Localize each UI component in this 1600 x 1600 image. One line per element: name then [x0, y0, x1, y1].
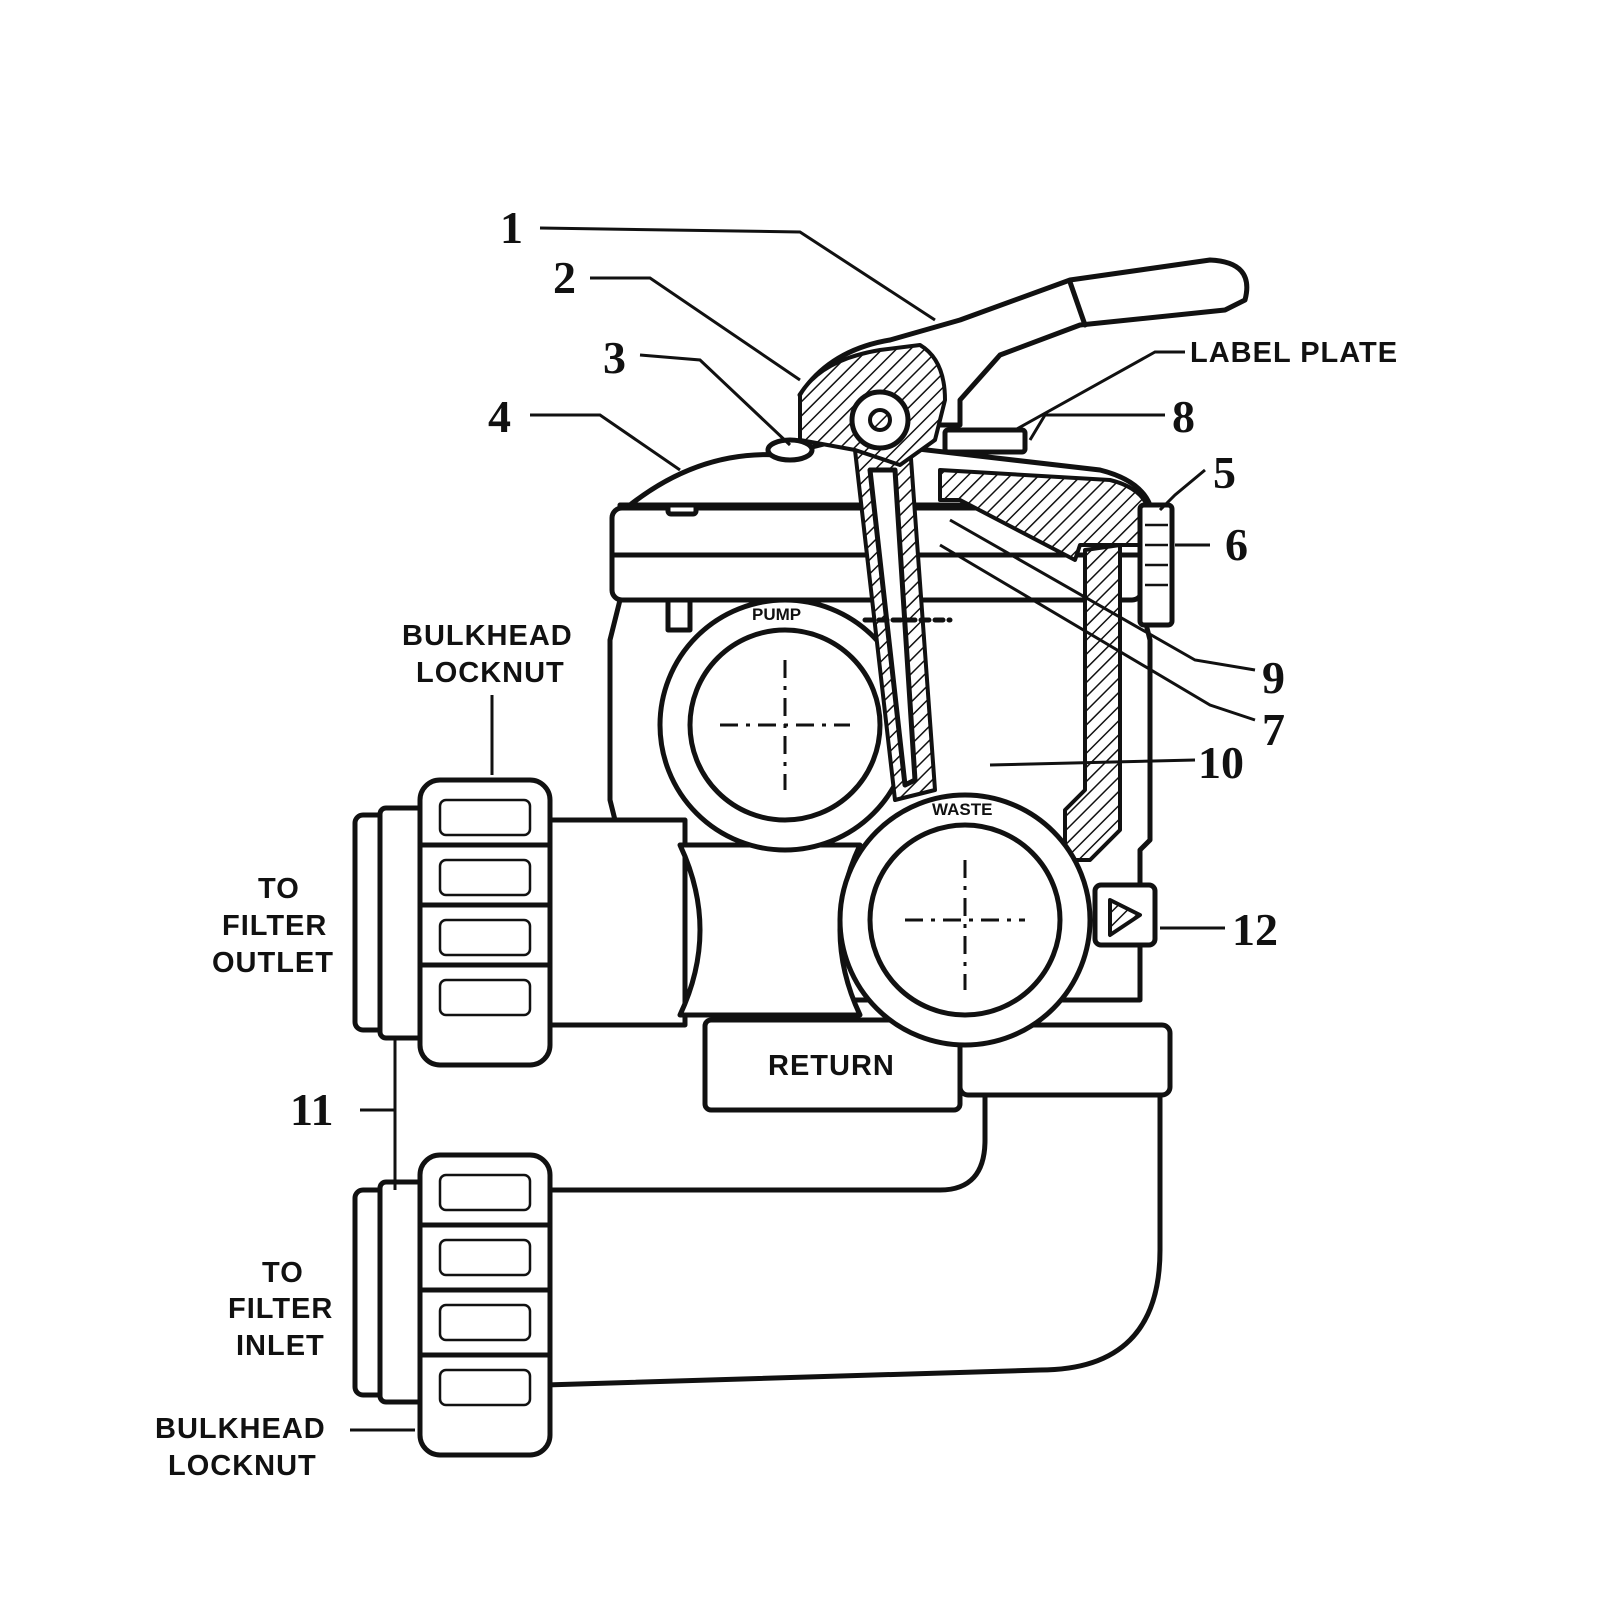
leader-4 [530, 413, 681, 472]
leader-3 [639, 353, 792, 447]
leader-9 [949, 518, 1256, 672]
return-port [702, 1017, 963, 1113]
outlet-pipe [542, 817, 688, 1028]
callout-6: 6 [1225, 519, 1248, 570]
bulkhead-locknut-bottom-line1: BULKHEAD [155, 1413, 326, 1445]
label-plate-text: LABEL PLATE [1190, 337, 1398, 369]
callout-9: 9 [1262, 652, 1285, 703]
leader-8 [1028, 413, 1165, 441]
bulkhead-locknut-bottom-line2: LOCKNUT [168, 1450, 317, 1482]
leader-label-plate [1014, 350, 1185, 432]
shaft-core [867, 467, 918, 788]
inlet-elbow-pipe [542, 1092, 1163, 1388]
callout-5: 5 [1213, 447, 1236, 498]
bulkhead-locknut-upper [417, 777, 553, 1068]
to-filter-inlet-line2: FILTER [228, 1293, 333, 1325]
leader-1 [539, 226, 936, 322]
to-filter-outlet-line2: FILTER [222, 910, 327, 942]
callout-4: 4 [488, 391, 511, 442]
bolt-left-bottom [665, 597, 693, 633]
callout-7: 7 [1262, 704, 1285, 755]
leader-7 [939, 543, 1256, 722]
callout-2: 2 [553, 252, 576, 303]
callout-10: 10 [1198, 737, 1244, 788]
to-filter-outlet-line1: TO [258, 873, 300, 905]
label-plate [942, 427, 1028, 455]
waste-port-label: WASTE [932, 800, 992, 819]
pump-port-label: PUMP [752, 605, 801, 624]
bulkhead-locknut-top-line1: BULKHEAD [402, 620, 573, 652]
leader-10 [989, 758, 1196, 767]
callout-11: 11 [290, 1084, 333, 1135]
leader-2 [590, 276, 801, 382]
return-label: RETURN [768, 1050, 895, 1082]
callout-12: 12 [1232, 904, 1278, 955]
bulkhead-locknut-top-line2: LOCKNUT [416, 657, 565, 689]
leader-11 [360, 1040, 397, 1190]
leader-5 [1158, 468, 1206, 512]
callout-1: 1 [500, 202, 523, 253]
to-filter-inlet-line1: TO [262, 1257, 304, 1289]
valve-neck [677, 842, 863, 1018]
to-filter-outlet-line3: OUTLET [212, 947, 334, 979]
o-ring [765, 437, 815, 463]
to-filter-inlet-line3: INLET [236, 1330, 325, 1362]
callout-8: 8 [1172, 391, 1195, 442]
callout-3: 3 [603, 332, 626, 383]
waste-port-inner [867, 822, 1063, 1018]
handle-pin [868, 408, 892, 432]
